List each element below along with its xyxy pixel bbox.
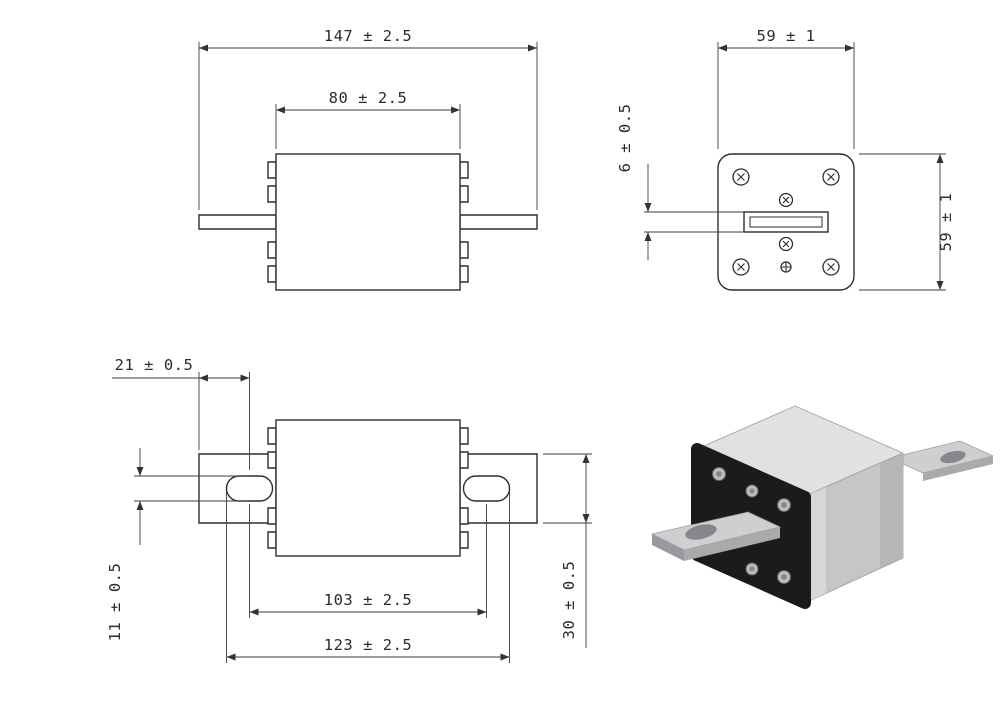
front-view: 147 ± 2.5 80 ± 2.5 [198, 27, 538, 291]
corner-screw [732, 258, 750, 276]
dim-label-overall-length: 147 ± 2.5 [324, 27, 413, 45]
blade-terminal-rear [888, 440, 995, 481]
cap-screw [745, 484, 759, 498]
dim-label-hole-outer-span: 123 ± 2.5 [324, 636, 413, 654]
fuse-body-top-view [275, 419, 461, 557]
blade-slot-inner [749, 216, 823, 228]
screw-recess [781, 574, 787, 580]
extension-lines [275, 104, 461, 149]
dim-slot-width: 11 ± 0.5 [106, 448, 250, 641]
end-view: 59 ± 1 6 ± 0.5 59 ± 1 [616, 27, 955, 291]
extension-lines [198, 42, 538, 210]
dim-hole-outer-span: 123 ± 2.5 [226, 492, 510, 663]
screw-recess [749, 566, 755, 572]
front-blade-tip-edge [652, 534, 684, 561]
dim-blade-end-to-hole-center: 21 ± 0.5 [112, 356, 250, 470]
dim-label-body-length: 80 ± 2.5 [329, 89, 408, 107]
dim-label-blade-thickness: 6 ± 0.5 [616, 104, 634, 173]
dim-body-length: 80 ± 2.5 [275, 89, 461, 149]
screw-cross [782, 240, 790, 248]
screw-cross [737, 173, 745, 181]
corner-screw [822, 168, 840, 186]
dim-label-slot-width: 11 ± 0.5 [106, 563, 124, 642]
indicator-cross [780, 261, 792, 273]
dimension-arrows [136, 467, 144, 510]
screw-cross [827, 263, 835, 271]
front-blade-edge [684, 527, 780, 561]
extension-lines [226, 492, 510, 663]
center-screw-bottom [778, 236, 794, 252]
dim-blade-thickness: 6 ± 0.5 [616, 104, 744, 260]
screw-cross [737, 263, 745, 271]
dimension-arrows [644, 203, 652, 241]
top-view-geometry [198, 419, 538, 557]
fuse-body-3d [691, 405, 904, 609]
dim-label-height: 59 ± 1 [937, 193, 955, 252]
blade-terminal-front [650, 511, 782, 561]
blade-slot-left [225, 475, 274, 502]
dim-label-blade-end-to-hole-center: 21 ± 0.5 [115, 356, 194, 374]
screw-recess [716, 471, 722, 477]
dim-hole-center-spacing: 103 ± 2.5 [249, 504, 487, 618]
rear-blade-edge [923, 456, 993, 481]
dim-label-blade-width: 30 ± 0.5 [560, 561, 578, 640]
corner-screw [822, 258, 840, 276]
screw-recess [781, 502, 787, 508]
dim-label-hole-center-spacing: 103 ± 2.5 [324, 591, 413, 609]
end-view-geometry [717, 153, 855, 291]
iso-render [650, 405, 995, 609]
fuse-body-front-view [275, 153, 461, 291]
dim-height: 59 ± 1 [859, 153, 955, 291]
corner-screw [732, 168, 750, 186]
cap-screw [777, 570, 791, 584]
front-view-geometry [198, 153, 538, 291]
extension-lines [717, 42, 855, 149]
rear-blade-hole [940, 450, 966, 464]
cap-screw [745, 562, 759, 576]
blade-slot-right [462, 475, 511, 502]
indicator-button [780, 261, 792, 273]
dim-blade-width: 30 ± 0.5 [543, 453, 592, 648]
top-view: 21 ± 0.5 11 ± 0.5 103 ± 2.5 123 ± 2.5 30… [106, 356, 592, 663]
extension-lines [859, 153, 946, 291]
screw-cross [782, 196, 790, 204]
extension-lines [198, 372, 250, 470]
extension-lines [134, 475, 250, 502]
center-screw-top [778, 192, 794, 208]
extension-lines [543, 453, 592, 524]
extension-lines [249, 504, 487, 618]
screw-cross [827, 173, 835, 181]
dim-overall-length: 147 ± 2.5 [198, 27, 538, 210]
extension-lines [644, 211, 744, 233]
dim-label-width: 59 ± 1 [757, 27, 816, 45]
dim-width: 59 ± 1 [717, 27, 855, 149]
cap-screw [777, 498, 791, 512]
screw-recess [749, 488, 755, 494]
cap-screw [712, 467, 726, 481]
body-side-shade [880, 453, 903, 568]
front-blade-hole [685, 524, 717, 540]
